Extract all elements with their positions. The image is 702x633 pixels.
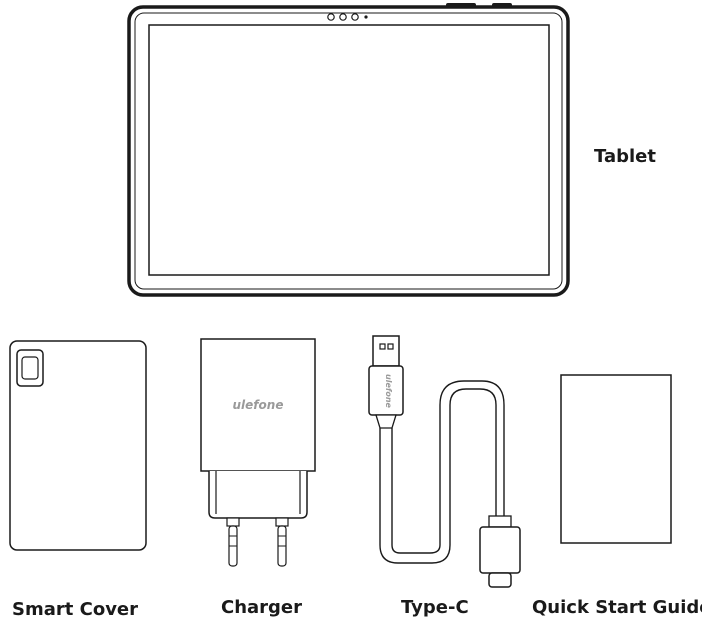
cable-wire-inner (391, 380, 505, 554)
charger-pin-left (226, 517, 240, 567)
cable-wire-outer (379, 388, 497, 564)
smart-cover-body (9, 340, 147, 551)
tablet-camera-icon (327, 13, 368, 21)
usb-a-strain-relief (375, 414, 397, 429)
quick-start-guide-illustration (560, 374, 672, 544)
type-c-cable-illustration: ulefone (368, 335, 521, 588)
smart-cover-label: Smart Cover (12, 599, 139, 620)
cable-brand-logo: ulefone (384, 374, 393, 409)
tablet-label: Tablet (594, 146, 656, 167)
charger-pin-right (275, 517, 289, 567)
tablet-illustration (127, 3, 570, 297)
charger-label: Charger (221, 597, 303, 618)
charger-brand-logo: ulefone (233, 398, 284, 412)
type-c-housing (479, 526, 521, 574)
camera-cutout-outer (16, 349, 44, 387)
tablet-screen (148, 24, 550, 276)
charger-illustration: ulefone (200, 338, 316, 567)
quick-start-guide-label: Quick Start Guide (532, 597, 702, 618)
type-c-strain-relief (488, 515, 512, 528)
camera-cutout-inner (21, 356, 39, 380)
tablet-bezel (134, 12, 563, 290)
charger-plug-base (208, 471, 308, 519)
type-c-label: Type-C (401, 597, 469, 618)
type-c-plug (488, 572, 512, 588)
guide-booklet (560, 374, 672, 544)
usb-a-head (372, 335, 400, 367)
smart-cover-illustration (9, 340, 147, 551)
